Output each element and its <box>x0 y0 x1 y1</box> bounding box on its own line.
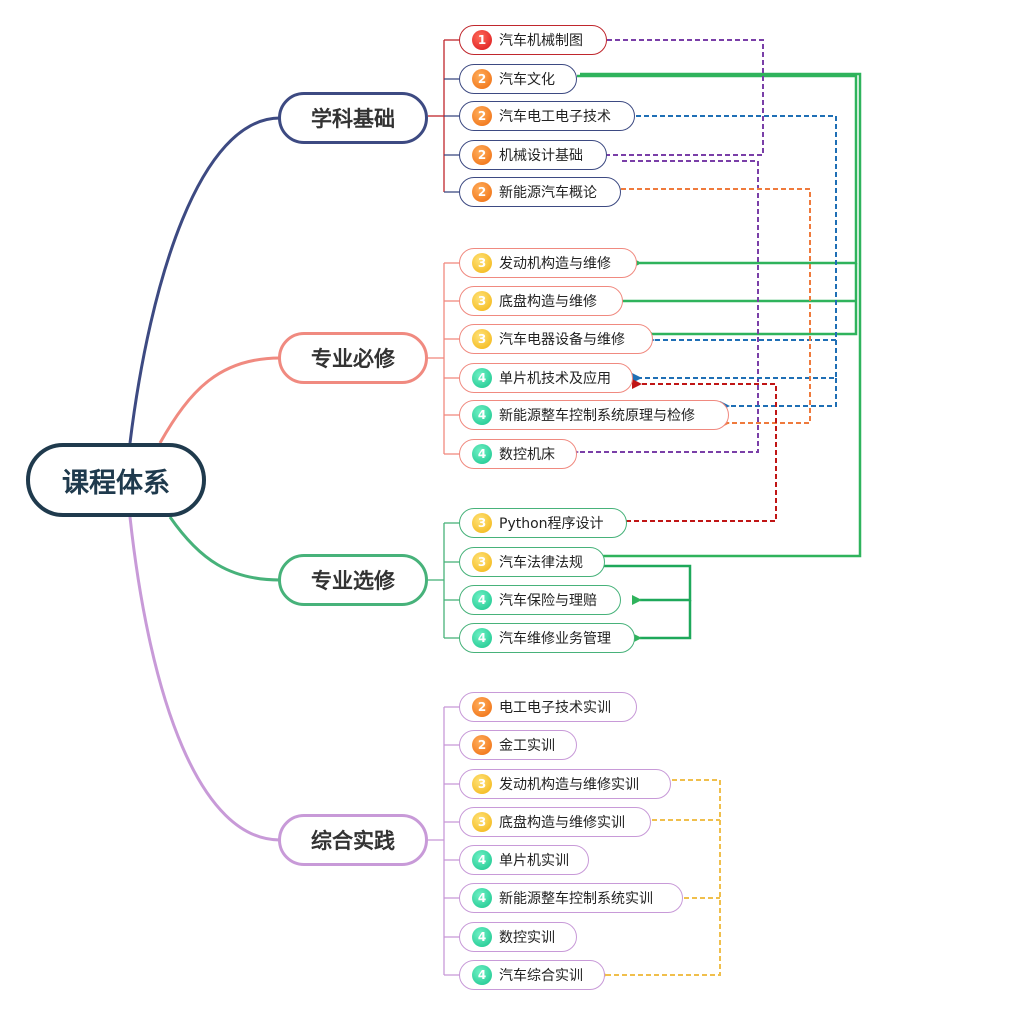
course-label: 汽车机械制图 <box>499 33 583 49</box>
branch-zhuanye-xuanxiu[interactable]: 专业选修 <box>278 554 428 606</box>
level-badge-icon: 4 <box>472 850 492 870</box>
link-shixun-zonghe <box>598 779 721 980</box>
course-label: 汽车文化 <box>499 72 555 88</box>
branch-zhuanye-bixiu[interactable]: 专业必修 <box>278 332 428 384</box>
course-label: 单片机技术及应用 <box>499 371 611 387</box>
course-node[interactable]: 2 金工实训 <box>459 730 577 760</box>
link-python <box>626 379 777 522</box>
course-node[interactable]: 2 新能源汽车概论 <box>459 177 621 207</box>
link-falv-fagui <box>604 564 692 643</box>
course-node[interactable]: 4 单片机实训 <box>459 845 589 875</box>
course-node[interactable]: 2 汽车文化 <box>459 64 577 94</box>
level-badge-icon: 4 <box>472 965 492 985</box>
level-badge-icon: 4 <box>472 405 492 425</box>
course-label: 金工实训 <box>499 738 555 754</box>
course-node[interactable]: 4 汽车综合实训 <box>459 960 605 990</box>
link-diangong-dianzi <box>632 115 837 411</box>
course-label: 新能源整车控制系统实训 <box>499 891 653 907</box>
level-badge-icon: 2 <box>472 145 492 165</box>
course-node[interactable]: 4 汽车保险与理赔 <box>459 585 621 615</box>
course-node[interactable]: 4 汽车维修业务管理 <box>459 623 635 653</box>
course-node[interactable]: 3 Python程序设计 <box>459 508 627 538</box>
level-badge-icon: 3 <box>472 513 492 533</box>
root-edge-xueke <box>128 116 281 444</box>
course-label: 新能源汽车概论 <box>499 185 597 201</box>
link-qiche-wenhua <box>577 72 862 561</box>
course-node[interactable]: 3 发动机构造与维修 <box>459 248 637 278</box>
level-badge-icon: 3 <box>472 329 492 349</box>
course-label: 数控机床 <box>499 447 555 463</box>
root-edge-bixiu <box>158 356 281 444</box>
level-badge-icon: 2 <box>472 106 492 126</box>
course-node[interactable]: 4 新能源整车控制系统实训 <box>459 883 683 913</box>
level-badge-icon: 1 <box>472 30 492 50</box>
course-node[interactable]: 4 新能源整车控制系统原理与检修 <box>459 400 729 430</box>
level-badge-icon: 4 <box>472 927 492 947</box>
course-node[interactable]: 1 汽车机械制图 <box>459 25 607 55</box>
course-node[interactable]: 4 单片机技术及应用 <box>459 363 633 393</box>
level-badge-icon: 3 <box>472 253 492 273</box>
course-node[interactable]: 3 汽车电器设备与维修 <box>459 324 653 354</box>
level-badge-icon: 3 <box>472 812 492 832</box>
level-badge-icon: 4 <box>472 368 492 388</box>
level-badge-icon: 3 <box>472 552 492 572</box>
course-label: 发动机构造与维修实训 <box>499 777 639 793</box>
level-badge-icon: 4 <box>472 590 492 610</box>
level-badge-icon: 4 <box>472 888 492 908</box>
link-xinnengyuan-gailun <box>621 188 811 428</box>
course-label: 汽车综合实训 <box>499 968 583 984</box>
level-badge-icon: 3 <box>472 774 492 794</box>
level-badge-icon: 3 <box>472 291 492 311</box>
course-label: 汽车法律法规 <box>499 555 583 571</box>
course-node[interactable]: 3 底盘构造与维修实训 <box>459 807 651 837</box>
course-node[interactable]: 4 数控机床 <box>459 439 577 469</box>
branch-xueke-jichu[interactable]: 学科基础 <box>278 92 428 144</box>
course-node[interactable]: 3 汽车法律法规 <box>459 547 605 577</box>
level-badge-icon: 4 <box>472 444 492 464</box>
level-badge-icon: 2 <box>472 697 492 717</box>
course-label: 新能源整车控制系统原理与检修 <box>499 408 695 424</box>
course-label: 电工电子技术实训 <box>499 700 611 716</box>
course-label: 汽车维修业务管理 <box>499 631 611 647</box>
course-node[interactable]: 2 机械设计基础 <box>459 140 607 170</box>
course-node[interactable]: 2 电工电子技术实训 <box>459 692 637 722</box>
level-badge-icon: 2 <box>472 182 492 202</box>
course-node[interactable]: 4 数控实训 <box>459 922 577 952</box>
course-label: 底盘构造与维修实训 <box>499 815 625 831</box>
course-node[interactable]: 3 发动机构造与维修实训 <box>459 769 671 799</box>
course-node[interactable]: 2 汽车电工电子技术 <box>459 101 635 131</box>
course-label: 汽车电工电子技术 <box>499 109 611 125</box>
root-edge-shijian <box>128 516 281 842</box>
root-node[interactable]: 课程体系 <box>26 443 206 517</box>
root-edge-xuanxiu <box>168 516 281 582</box>
course-label: 发动机构造与维修 <box>499 256 611 272</box>
course-label: Python程序设计 <box>499 516 604 532</box>
course-label: 机械设计基础 <box>499 148 583 164</box>
course-label: 汽车电器设备与维修 <box>499 332 625 348</box>
level-badge-icon: 4 <box>472 628 492 648</box>
level-badge-icon: 2 <box>472 735 492 755</box>
course-label: 汽车保险与理赔 <box>499 593 597 609</box>
course-node[interactable]: 3 底盘构造与维修 <box>459 286 623 316</box>
course-label: 单片机实训 <box>499 853 569 869</box>
level-badge-icon: 2 <box>472 69 492 89</box>
course-label: 数控实训 <box>499 930 555 946</box>
link-jixie-zhitu <box>569 39 764 457</box>
course-label: 底盘构造与维修 <box>499 294 597 310</box>
branch-zonghe-shijian[interactable]: 综合实践 <box>278 814 428 866</box>
